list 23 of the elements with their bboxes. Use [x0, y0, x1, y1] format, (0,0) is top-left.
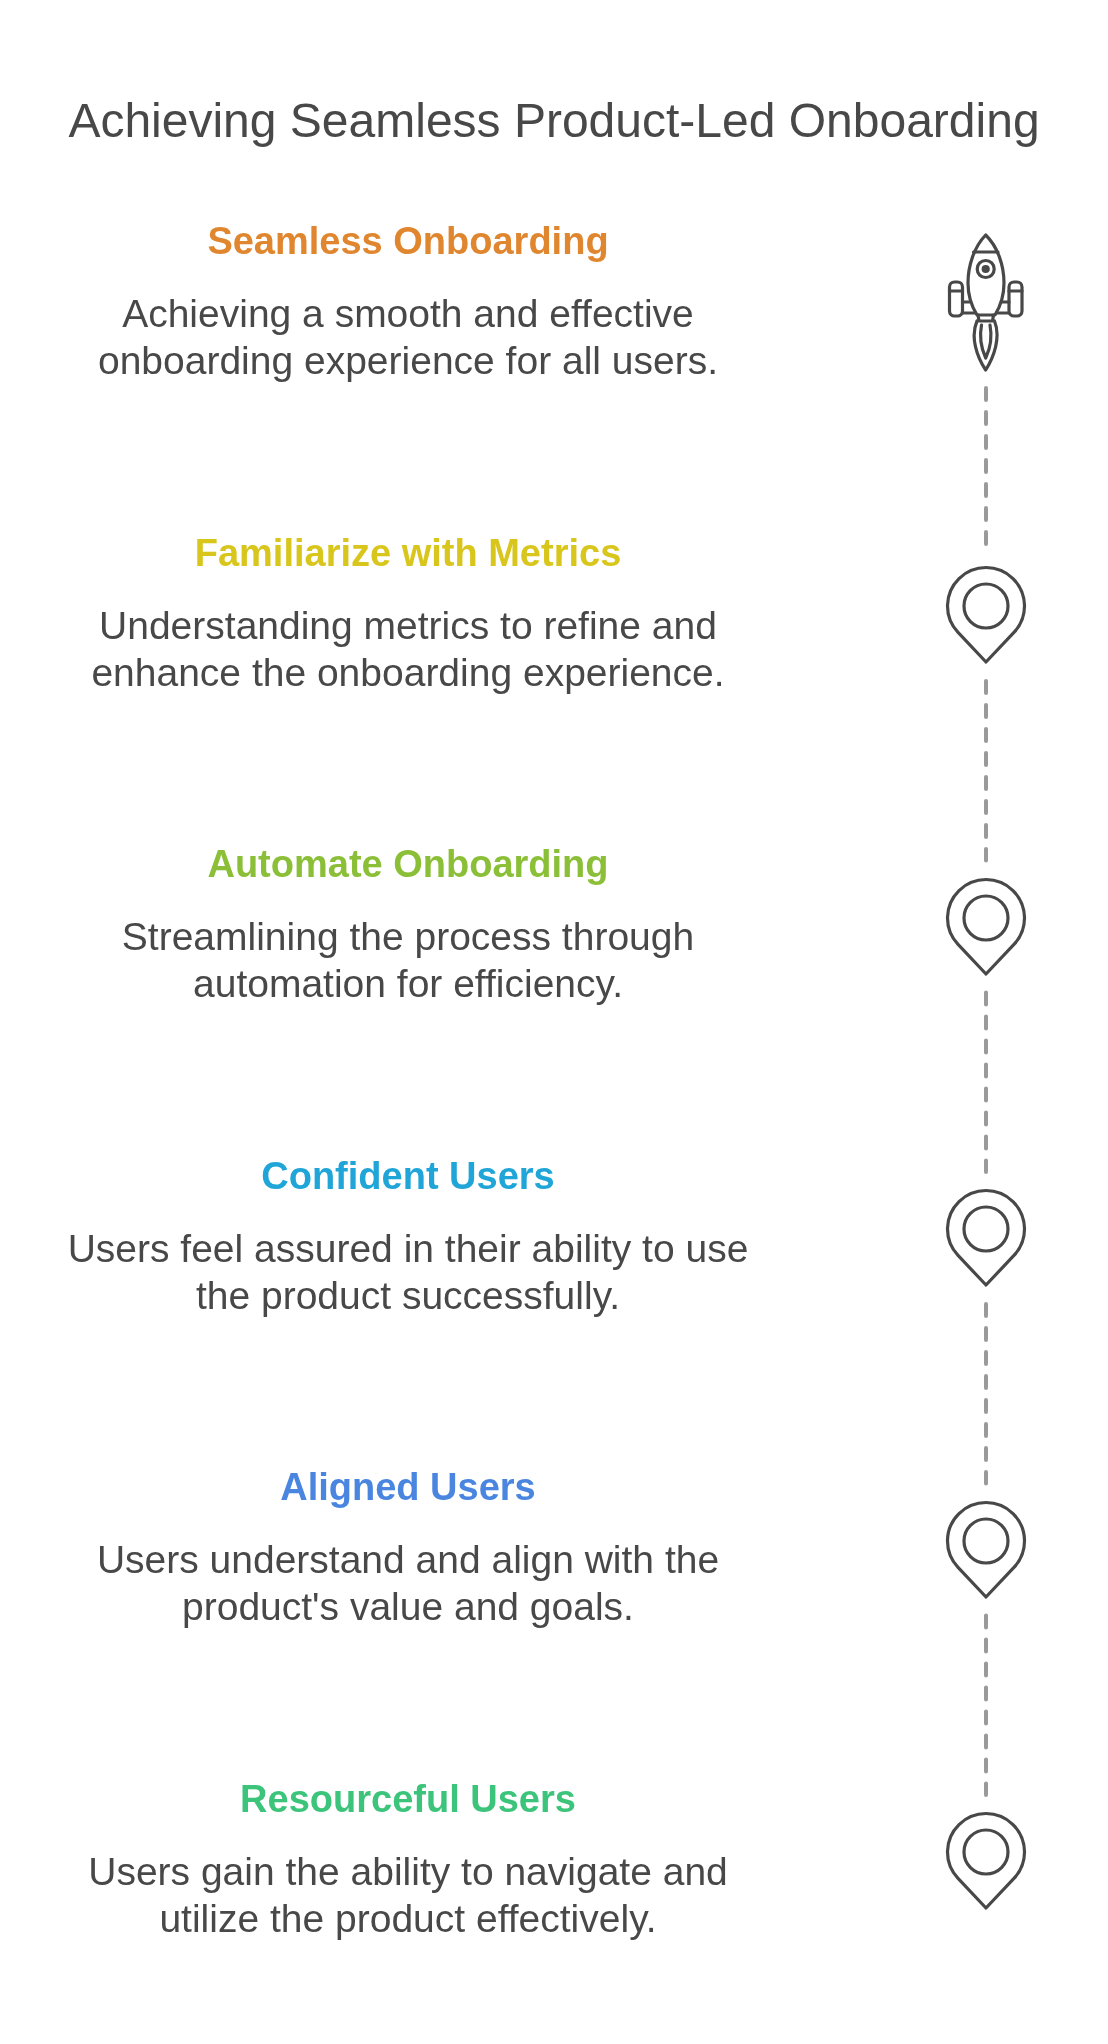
description-text: Understanding metrics to refine and enhance the onboarding experience. — [91, 603, 725, 694]
section-heading: Confident Users — [261, 1154, 555, 1197]
dashed-connector — [984, 1302, 988, 1486]
location-pin-icon — [944, 1811, 1028, 1911]
diagram-title: Achieving Seamless Product-Led Onboarding — [68, 94, 1040, 147]
rocket-icon — [947, 233, 1025, 372]
section-heading: Seamless Onboarding — [207, 220, 609, 262]
location-pin-icon — [944, 1499, 1028, 1600]
location-pin-icon — [944, 876, 1028, 977]
location-pin-icon — [944, 1188, 1028, 1288]
section-heading: Resourceful Users — [240, 1777, 576, 1820]
description-text: Users gain the ability to navigate and utilize the product effectively. — [88, 1849, 728, 1940]
section-heading: Familiarize with Metrics — [194, 531, 622, 574]
description-text: Users understand and align with the product's value and goals. — [96, 1538, 720, 1628]
description-text: Streamlining the process through automation for efficiency. — [121, 915, 695, 1005]
location-pin-icon — [944, 565, 1028, 665]
dashed-connector — [984, 679, 988, 863]
description-text: Achieving a smooth and effective onboarding experience for all users. — [97, 292, 718, 382]
section-heading: Aligned Users — [280, 1466, 536, 1508]
description-text: Users feel assured in their ability to use the product successfully. — [67, 1226, 749, 1317]
dashed-connector — [984, 990, 988, 1174]
dashed-connector — [984, 1613, 988, 1797]
section-heading: Automate Onboarding — [207, 843, 609, 885]
